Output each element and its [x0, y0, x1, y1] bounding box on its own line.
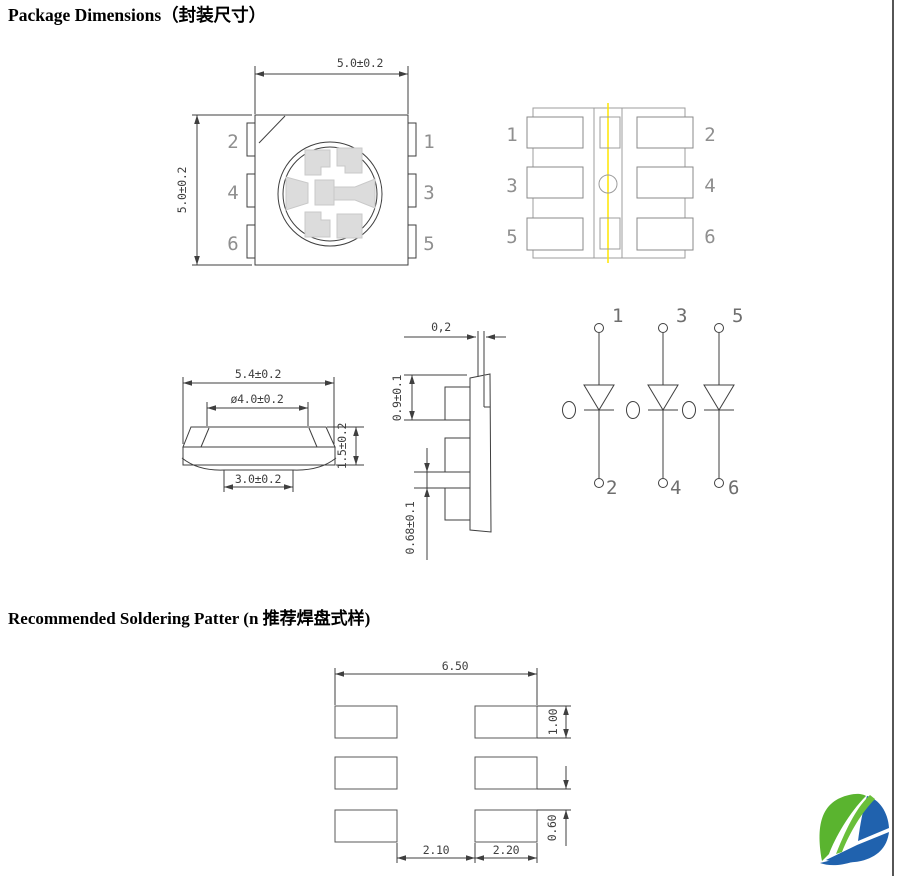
- dim-label: 0.68±0.1: [403, 501, 417, 554]
- solder-pad: [474, 756, 538, 790]
- dim-label: 0,2: [431, 320, 451, 334]
- pin-tab: [246, 224, 256, 259]
- pin-number: 3: [423, 182, 434, 204]
- pin-number: 3: [506, 175, 517, 197]
- dim-label: 3.0±0.2: [235, 472, 281, 486]
- pin-number: 1: [612, 305, 623, 327]
- solder-pad: [526, 217, 584, 251]
- logo-green-leaf-icon: [819, 793, 866, 861]
- solder-pad: [636, 116, 694, 149]
- pin-number: 1: [423, 131, 434, 153]
- pin-number: 3: [676, 305, 687, 327]
- pin-number: 4: [704, 175, 715, 197]
- pin-number: 4: [227, 182, 238, 204]
- solder-pad: [334, 809, 398, 843]
- lens-inner-circle: [282, 146, 378, 242]
- figure-circuit-diagram: 1 3 5 2 4 6: [562, 305, 743, 499]
- dim-label: 2.20: [493, 843, 520, 857]
- dim-label: 5.0±0.2: [337, 56, 383, 70]
- figure-front-view: 5.4±0.2 ø4.0±0.2 3.0±0.2 1.5±0.2: [181, 367, 364, 492]
- pin-number: 5: [423, 233, 434, 255]
- pin-number: 4: [670, 477, 681, 499]
- pin-tab: [246, 173, 256, 208]
- pin-number: 2: [606, 477, 617, 499]
- pin-tab: [407, 173, 417, 208]
- solder-pad: [526, 116, 584, 149]
- logo-blue-lower-shape: [826, 832, 889, 863]
- pin-number: 5: [732, 305, 743, 327]
- dimension-package-height: 5.0±0.2: [175, 114, 252, 266]
- pin-tab: [246, 122, 256, 157]
- pin-number: 6: [227, 233, 238, 255]
- dimension-total-height: 1.5±0.2: [327, 423, 364, 469]
- solder-pad: [474, 809, 538, 843]
- dimension-lead-height: 0.9±0.1: [390, 374, 467, 421]
- solder-pad: [636, 166, 694, 199]
- dim-label: ø4.0±0.2: [231, 392, 284, 406]
- solder-pad: [636, 217, 694, 251]
- base-profile: [182, 446, 336, 466]
- dimension-pad-height: 1.00: [537, 705, 571, 739]
- lead-profile: [444, 437, 471, 473]
- solder-pad: [474, 705, 538, 739]
- center-hole: [598, 174, 618, 194]
- pin-number: 6: [704, 226, 715, 248]
- pin-tab: [407, 224, 417, 259]
- soldering-pattern-title: Recommended Soldering Patter (n 推荐焊盘式样): [8, 609, 371, 628]
- dimension-pad-width: 2.20: [475, 843, 538, 863]
- figure-package-top-view: 5.0±0.2 5.0±0.2 2 4 6 1 3 5: [175, 56, 435, 266]
- page-title: Package Dimensions（封装尺寸）: [8, 5, 267, 25]
- center-pad: [599, 217, 621, 250]
- cathode-chamfer-mark: [258, 115, 286, 144]
- pin-number: 2: [227, 131, 238, 153]
- lens-outer-circle: [277, 141, 383, 247]
- dim-label: 1.5±0.2: [335, 423, 349, 469]
- dim-label: 2.10: [423, 843, 450, 857]
- figure-pad-layout-view: 1 3 5 2 4 6: [506, 103, 716, 263]
- dim-label: 1.00: [546, 708, 560, 735]
- dim-label: 0.9±0.1: [390, 374, 404, 421]
- center-pad: [599, 116, 621, 149]
- pin-number: 2: [704, 124, 715, 146]
- dimension-package-width: 5.0±0.2: [254, 56, 409, 114]
- pin-number: 6: [728, 477, 739, 499]
- brand-logo-icon: [819, 793, 889, 866]
- dimension-pattern-width: 6.50: [334, 659, 538, 705]
- lead-profile: [444, 487, 471, 521]
- package-body-outline: [254, 114, 409, 266]
- diode-symbol: [562, 323, 615, 488]
- lens-dome-profile: [182, 426, 336, 448]
- lead-frame-pattern: [285, 147, 376, 239]
- body-profile: [469, 373, 492, 533]
- page-border-line: [892, 0, 894, 876]
- dim-label: 6.50: [442, 659, 469, 673]
- figure-soldering-pattern: 6.50 1.00 0.60 2.10: [334, 659, 571, 863]
- diode-symbol: [682, 323, 735, 488]
- logo-green-sliver-shape: [836, 795, 875, 854]
- dim-label: 5.4±0.2: [235, 367, 281, 381]
- dim-label: 0.60: [545, 814, 559, 841]
- dimension-row-gap: 0.60: [537, 766, 571, 846]
- diode-symbol: [626, 323, 679, 488]
- solder-pad: [526, 166, 584, 199]
- lead-profile: [444, 386, 471, 421]
- dimension-edge-thickness: 0,2: [404, 320, 506, 340]
- pin-number: 1: [506, 124, 517, 146]
- logo-blue-tail-shape: [820, 856, 852, 866]
- dimension-column-gap: 2.10: [396, 843, 476, 863]
- dimension-lens-diameter: ø4.0±0.2: [206, 392, 309, 426]
- dimension-lead-gap: 0.68±0.1: [403, 448, 445, 560]
- dimension-bottom-width: 3.0±0.2: [223, 470, 294, 492]
- dim-label: 5.0±0.2: [175, 167, 189, 213]
- solder-pad: [334, 756, 398, 790]
- pin-tab: [407, 122, 417, 157]
- pin-number: 5: [506, 226, 517, 248]
- solder-pad: [334, 705, 398, 739]
- dimension-front-width: 5.4±0.2: [182, 367, 335, 444]
- figure-edge-view: 0,2 0.9±0.1 0.68±0.1: [390, 320, 506, 560]
